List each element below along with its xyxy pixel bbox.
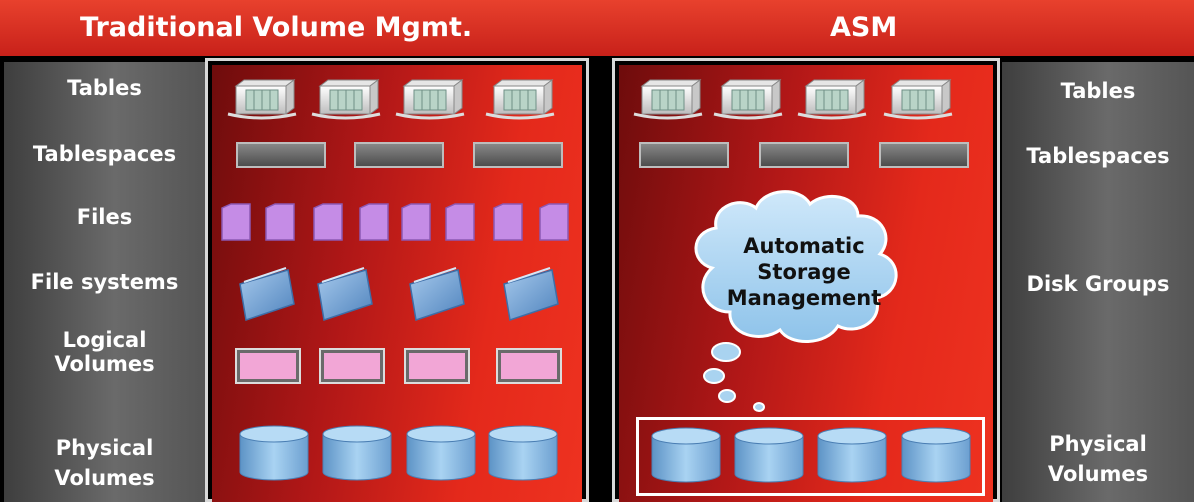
left-label-tablespaces: Tablespaces: [32, 142, 177, 166]
logical-volume-icon: [319, 348, 385, 384]
folder-icon: [409, 267, 465, 321]
right-label-tables: Tables: [1060, 79, 1136, 103]
disk-cylinder-icon: [817, 427, 887, 483]
tablespace-icon: [639, 142, 729, 168]
disk-cylinder-icon: [322, 425, 392, 481]
file-icon: [265, 203, 295, 241]
table-icon: [713, 79, 783, 120]
tablespace-icon: [236, 142, 326, 168]
left-label-physical-volumes: Volumes: [54, 466, 155, 490]
left-label-volumes: Volumes: [54, 352, 155, 376]
file-icon: [313, 203, 343, 241]
right-label-physical-volumes: Volumes: [1047, 462, 1149, 486]
left-label-physical: Physical: [55, 436, 154, 460]
file-icon: [401, 203, 431, 241]
logical-volume-icon: [404, 348, 470, 384]
tablespace-icon: [879, 142, 969, 168]
table-icon: [395, 79, 465, 120]
logical-volume-icon: [235, 348, 301, 384]
disk-cylinder-icon: [488, 425, 558, 481]
tablespace-icon: [354, 142, 444, 168]
disk-group-box: [636, 417, 985, 496]
header-bar: Traditional Volume Mgmt. ASM: [0, 0, 1194, 56]
folder-icon: [503, 267, 559, 321]
left-title: Traditional Volume Mgmt.: [80, 12, 473, 43]
folder-icon: [317, 267, 373, 321]
left-label-files: Files: [76, 205, 133, 229]
cloud-text-line2: Storage: [757, 260, 851, 284]
table-icon: [485, 79, 555, 120]
disk-cylinder-icon: [239, 425, 309, 481]
disk-cylinder-icon: [651, 427, 721, 483]
tablespace-icon: [759, 142, 849, 168]
right-label-tablespaces: Tablespaces: [1026, 144, 1170, 168]
tablespace-icon: [473, 142, 563, 168]
thought-cloud-icon: [694, 190, 898, 412]
file-icon: [493, 203, 523, 241]
file-icon: [221, 203, 251, 241]
right-label-disk-groups: Disk Groups: [1026, 272, 1170, 296]
left-label-logical: Logical: [62, 328, 147, 352]
right-label-column: [1002, 62, 1194, 502]
table-icon: [311, 79, 381, 120]
right-title: ASM: [830, 12, 898, 43]
disk-cylinder-icon: [901, 427, 971, 483]
table-icon: [797, 79, 867, 120]
left-label-file-systems: File systems: [30, 270, 179, 294]
cloud-text-line1: Automatic: [743, 234, 865, 258]
file-icon: [445, 203, 475, 241]
disk-cylinder-icon: [734, 427, 804, 483]
left-label-tables: Tables: [67, 76, 142, 100]
table-icon: [883, 79, 953, 120]
table-icon: [633, 79, 703, 120]
cloud-text-line3: Management: [726, 286, 882, 310]
logical-volume-icon: [496, 348, 562, 384]
table-icon: [227, 79, 297, 120]
folder-icon: [239, 267, 295, 321]
right-label-physical: Physical: [1049, 432, 1147, 456]
disk-cylinder-icon: [406, 425, 476, 481]
left-label-column: [4, 62, 205, 502]
file-icon: [359, 203, 389, 241]
file-icon: [539, 203, 569, 241]
